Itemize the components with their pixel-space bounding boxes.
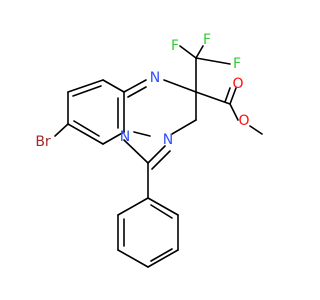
fluorine-label-1: F	[171, 38, 179, 54]
bond	[123, 79, 147, 93]
bond-double-inner	[150, 204, 173, 219]
bond	[102, 79, 125, 93]
bond	[171, 119, 197, 135]
bond-double-inner	[150, 248, 173, 262]
bond	[123, 139, 149, 164]
bond	[179, 45, 197, 59]
nitrogen-label-bridge: N	[120, 129, 130, 145]
oxygen-label-carbonyl: O	[232, 76, 243, 92]
nitrogen-label-lower: N	[163, 132, 173, 148]
bond	[67, 123, 104, 145]
bond	[133, 131, 151, 137]
bond	[195, 57, 231, 65]
fluorine-label-3: F	[233, 56, 241, 72]
bond	[163, 79, 197, 93]
bond	[147, 197, 179, 216]
bond	[195, 45, 204, 59]
bond-double-inner	[127, 86, 147, 98]
bond	[117, 197, 149, 216]
bond-double-inner	[151, 150, 171, 170]
bond-double-inner	[72, 85, 102, 97]
fluorine-label-2: F	[203, 32, 211, 48]
atom-labels: F F F N N N O O Br	[35, 32, 249, 150]
bromine-label: Br	[35, 134, 51, 150]
bond	[147, 249, 179, 268]
bond	[229, 103, 239, 121]
nitrogen-label-upper: N	[150, 70, 160, 86]
oxygen-label-ester: O	[238, 113, 249, 129]
bonds	[54, 45, 263, 268]
bond	[54, 123, 69, 137]
bond	[102, 131, 125, 145]
bond	[147, 145, 166, 164]
bond-double-inner	[73, 120, 100, 137]
bond	[224, 87, 231, 103]
bond	[117, 249, 149, 268]
bond	[249, 125, 263, 135]
molecule-structure: F F F N N N O O Br	[35, 32, 263, 268]
bond	[229, 87, 237, 105]
bond	[67, 79, 104, 93]
